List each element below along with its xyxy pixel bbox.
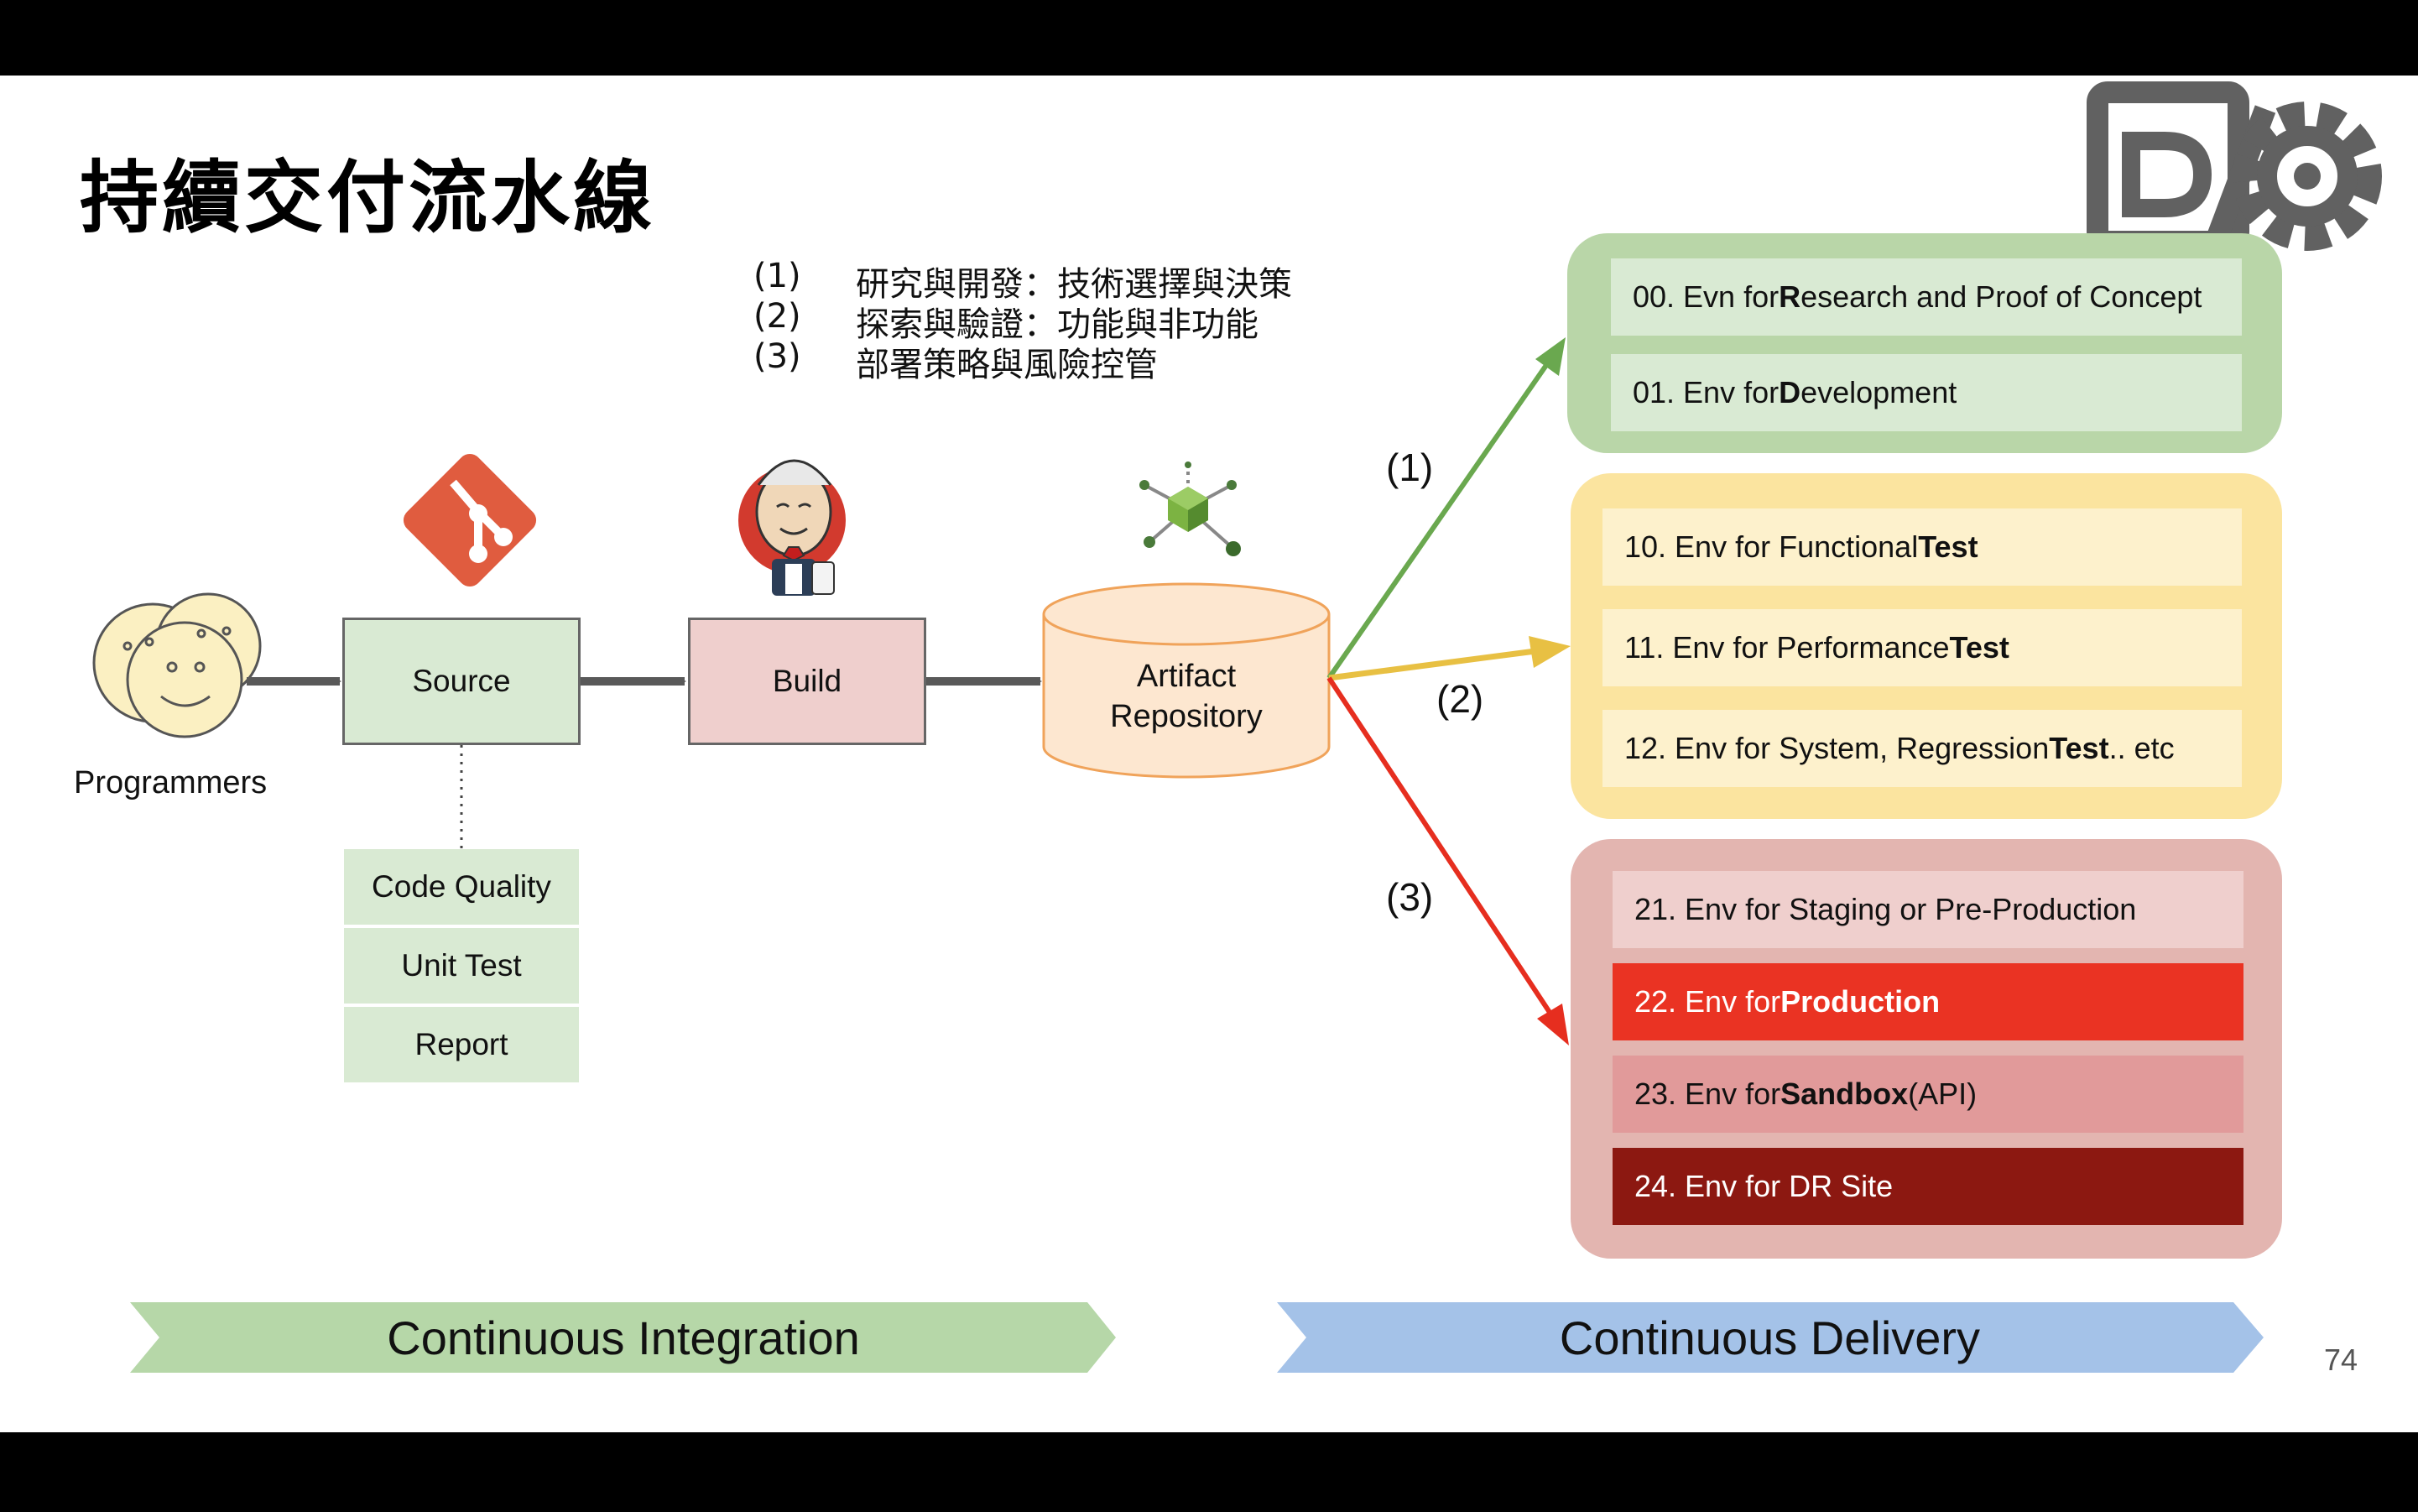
legend-number: (1) <box>753 257 801 295</box>
arrow-label: (2) <box>1436 677 1484 721</box>
env-item[interactable]: 12. Env for System, Regression Test .. e… <box>1602 710 2242 787</box>
page-title: 持續交付流水線 <box>80 153 656 244</box>
env-bold: R <box>1779 279 1801 314</box>
git-logo-icon <box>403 453 537 587</box>
legend-number: (3) <box>753 337 801 376</box>
arrow-to-research <box>1326 337 1566 680</box>
artifact-label-line2: Repository <box>1110 699 1263 734</box>
env-bold: Sandbox <box>1780 1077 1909 1111</box>
env-bold: Production <box>1780 984 1941 1019</box>
env-item[interactable]: 10. Env for Functional Test <box>1602 508 2242 586</box>
build-box[interactable]: Build <box>688 618 926 745</box>
devops-gear-logo-icon <box>2087 81 2382 253</box>
ci-banner-shape <box>130 1302 1116 1373</box>
env-item[interactable]: 23. Env for Sandbox (API) <box>1613 1056 2243 1133</box>
artifact-hub-icon <box>1139 461 1241 556</box>
artifact-repository-box[interactable]: Artifact Repository <box>1044 646 1329 747</box>
env-pre: 24. Env for DR Site <box>1634 1169 1894 1203</box>
env-bold: Test <box>1918 529 1978 564</box>
artifact-repository-cylinder <box>1042 582 1331 779</box>
env-pre: 23. Env for <box>1634 1077 1781 1111</box>
env-pre: 01. Env for <box>1633 375 1780 409</box>
env-pre: 22. Env for <box>1634 984 1781 1019</box>
build-label: Build <box>772 664 842 698</box>
env-group-test: 10. Env for Functional Test 11. Env for … <box>1571 473 2282 819</box>
env-bold: Test <box>1949 630 2009 665</box>
continuous-integration-banner: Continuous Integration <box>387 1311 860 1364</box>
env-post: esearch and Proof of Concept <box>1800 279 2202 314</box>
env-bold: D <box>1779 375 1801 409</box>
quality-check-item: Code Quality <box>344 849 579 925</box>
quality-check-label: Unit Test <box>401 948 522 983</box>
arrow-label: (1) <box>1386 446 1434 489</box>
env-bold: Test <box>2049 731 2109 765</box>
env-item[interactable]: 21. Env for Staging or Pre-Production <box>1613 871 2243 948</box>
jenkins-logo-icon <box>738 459 846 596</box>
env-group-deploy: 21. Env for Staging or Pre-Production 22… <box>1571 839 2282 1259</box>
arrow-to-production <box>1326 676 1569 1045</box>
programmers-label: Programmers <box>74 765 268 800</box>
env-pre: 00. Evn for <box>1633 279 1780 314</box>
legend-text: 探索與驗證：功能與非功能 <box>856 305 1259 344</box>
arrow-to-test <box>1328 636 1571 681</box>
smiley-face-icon <box>92 592 262 738</box>
env-post: evelopment <box>1800 375 1957 409</box>
source-label: Source <box>412 664 511 698</box>
env-item[interactable]: 11. Env for Performance Test <box>1602 609 2242 686</box>
env-pre: 21. Env for Staging or Pre-Production <box>1634 892 2137 926</box>
cd-banner-shape <box>1277 1302 2264 1373</box>
env-item[interactable]: 24. Env for DR Site <box>1613 1148 2243 1225</box>
continuous-delivery-banner: Continuous Delivery <box>1559 1311 1981 1364</box>
quality-check-item: Report <box>344 1007 579 1082</box>
env-post: .. etc <box>2108 731 2175 765</box>
quality-check-label: Code Quality <box>372 869 551 904</box>
legend-number: (2) <box>753 297 801 336</box>
env-post: (API) <box>1908 1077 1978 1111</box>
legend-text: 研究與開發：技術選擇與決策 <box>856 265 1292 304</box>
page-number: 74 <box>2324 1343 2358 1377</box>
env-pre: 12. Env for System, Regression <box>1624 731 2050 765</box>
quality-check-item: Unit Test <box>344 928 579 1004</box>
source-box[interactable]: Source <box>342 618 581 745</box>
env-pre: 11. Env for Performance <box>1624 630 1950 665</box>
quality-check-label: Report <box>414 1027 508 1061</box>
legend-text: 部署策略與風險控管 <box>856 346 1158 384</box>
env-pre: 10. Env for Functional <box>1624 529 1919 564</box>
env-item[interactable]: 22. Env for Production <box>1613 963 2243 1040</box>
arrow-label: (3) <box>1386 875 1434 919</box>
artifact-label-line1: Artifact <box>1136 659 1237 694</box>
